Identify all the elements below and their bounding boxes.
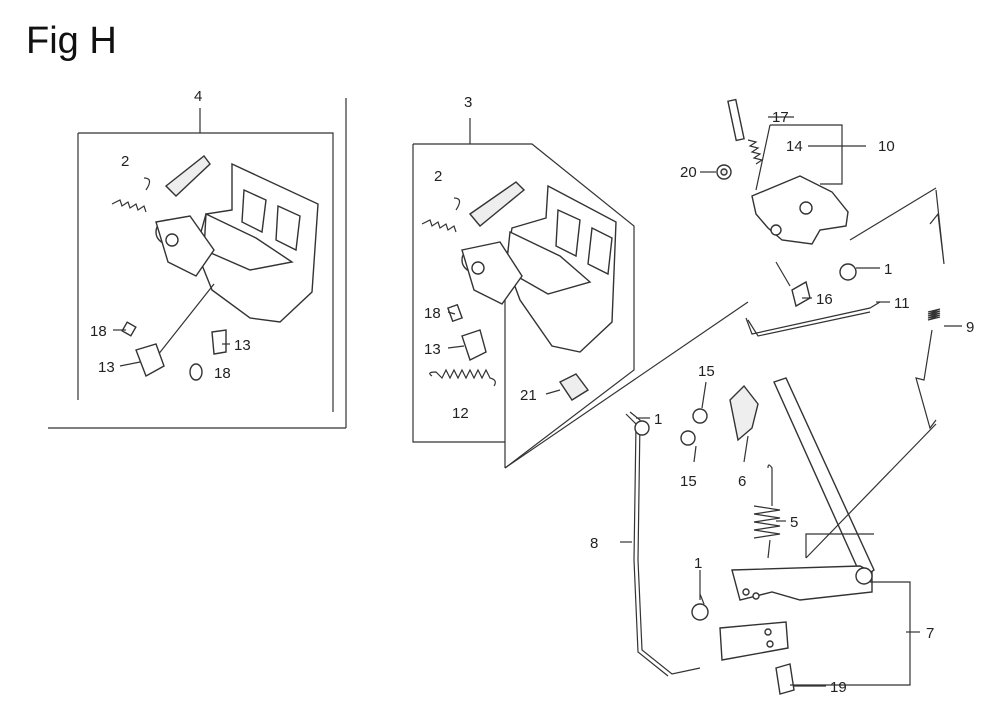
governor-spring-9 bbox=[915, 189, 945, 430]
screw-15-upper bbox=[692, 408, 708, 424]
figure-title: Fig H bbox=[26, 20, 117, 62]
callout-1-middle: 1 bbox=[654, 411, 662, 428]
control-arm-group bbox=[719, 377, 937, 695]
assembly-4-frame bbox=[78, 132, 334, 412]
callout-13-left-right: 13 bbox=[234, 337, 251, 354]
clip-13-right bbox=[211, 329, 227, 355]
spring-2-left bbox=[111, 199, 147, 213]
screw-15-lower bbox=[680, 430, 696, 446]
spring-5 bbox=[753, 464, 781, 559]
callout-12: 12 bbox=[452, 405, 469, 422]
spring-14 bbox=[747, 139, 764, 165]
throttle-lever-3 bbox=[468, 181, 526, 227]
assembly-3-group bbox=[412, 118, 749, 469]
choke-plate-6 bbox=[729, 384, 759, 442]
rod-clip-1-middle bbox=[634, 420, 650, 436]
spring-12 bbox=[429, 368, 496, 387]
callout-18-middle: 18 bbox=[424, 305, 441, 322]
callout-15-upper: 15 bbox=[698, 363, 715, 380]
assembly-3-frame bbox=[412, 144, 505, 443]
bolt-17 bbox=[727, 98, 745, 142]
throttle-lever-4 bbox=[164, 155, 211, 197]
callout-14: 14 bbox=[786, 138, 803, 155]
callout-5: 5 bbox=[790, 514, 798, 531]
callout-1-upper: 1 bbox=[884, 261, 892, 278]
callout-3: 3 bbox=[464, 94, 472, 111]
callout-13-middle: 13 bbox=[424, 341, 441, 358]
rod-clip-1-upper bbox=[839, 263, 857, 281]
control-lever-7 bbox=[731, 565, 873, 601]
callout-2-left: 2 bbox=[121, 153, 129, 170]
callout-labels: 4 2 18 13 13 18 3 2 18 13 12 21 17 14 10… bbox=[90, 88, 974, 696]
bolt-18-middle bbox=[447, 303, 463, 323]
callout-21: 21 bbox=[520, 387, 537, 404]
callout-8: 8 bbox=[590, 535, 598, 552]
bolt-18-lower bbox=[189, 363, 203, 381]
bolt-16 bbox=[791, 280, 811, 308]
clip-13-lower bbox=[135, 343, 165, 378]
bolt-19 bbox=[775, 663, 795, 695]
rod-clip-1-lower bbox=[691, 603, 709, 621]
callout-18-left-upper: 18 bbox=[90, 323, 107, 340]
clip-13-middle bbox=[461, 329, 487, 361]
callout-7: 7 bbox=[926, 625, 934, 642]
lever-plate-7 bbox=[719, 621, 789, 661]
governor-arm-group bbox=[716, 98, 937, 308]
callout-6: 6 bbox=[738, 473, 746, 490]
callout-18-left-lower: 18 bbox=[214, 365, 231, 382]
callout-19: 19 bbox=[830, 679, 847, 696]
bolt-18-upper bbox=[121, 321, 137, 337]
nut-21 bbox=[558, 373, 590, 401]
choke-rod-8 bbox=[629, 411, 701, 675]
callout-17: 17 bbox=[772, 109, 789, 126]
callout-20: 20 bbox=[680, 164, 697, 181]
callout-15-lower: 15 bbox=[680, 473, 697, 490]
assembly-4-group bbox=[48, 98, 347, 429]
callout-9: 9 bbox=[966, 319, 974, 336]
leader-lines bbox=[113, 116, 962, 687]
governor-rod-11 bbox=[745, 301, 881, 335]
callout-2-middle: 2 bbox=[434, 168, 442, 185]
callout-4: 4 bbox=[194, 88, 202, 105]
callout-16: 16 bbox=[816, 291, 833, 308]
callout-10: 10 bbox=[878, 138, 895, 155]
spring-2-middle bbox=[421, 219, 457, 233]
callout-1-lower: 1 bbox=[694, 555, 702, 572]
callout-13-left-lower: 13 bbox=[98, 359, 115, 376]
control-lever-arm bbox=[773, 377, 875, 580]
callout-11: 11 bbox=[894, 295, 910, 312]
